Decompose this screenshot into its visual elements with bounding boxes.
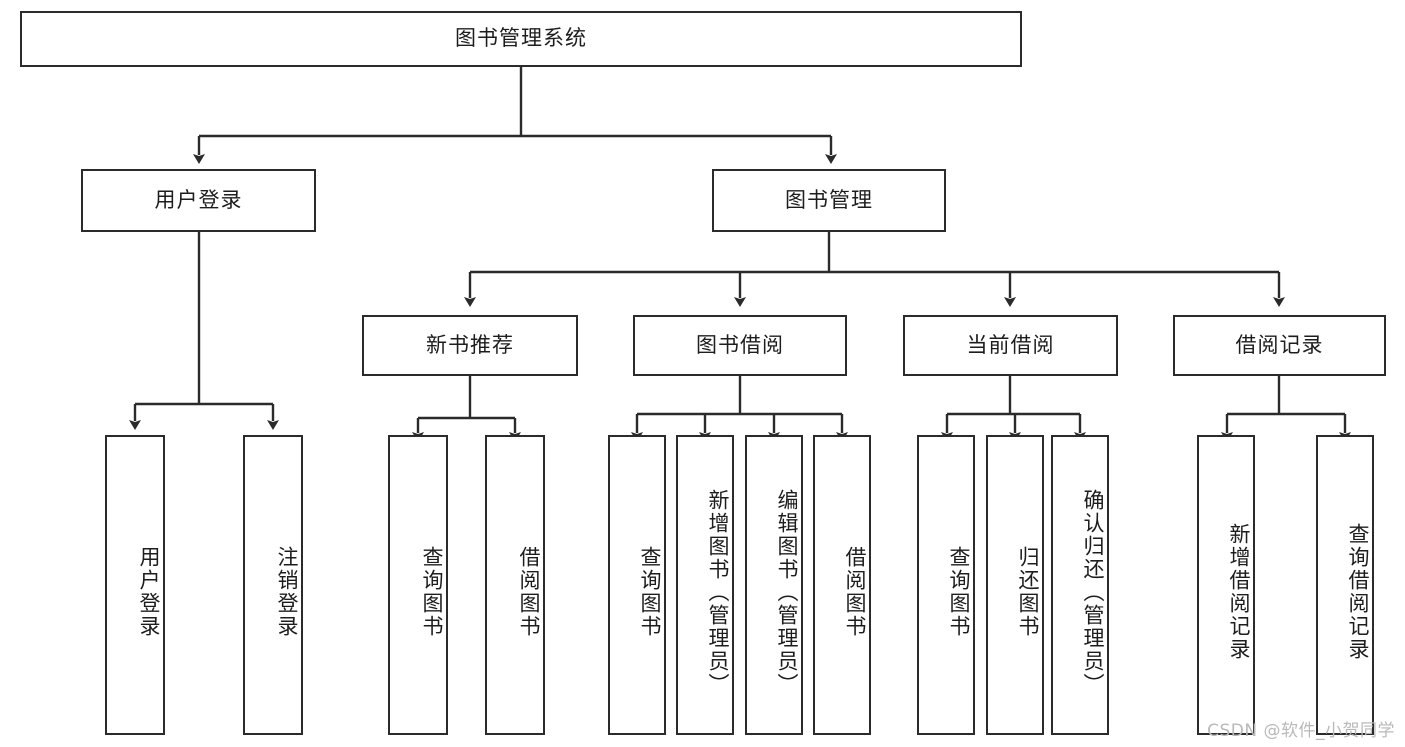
node-label: 查询图书 xyxy=(638,546,662,638)
leaf-current-confirm-return-admin[interactable]: 确认归还（管理员） xyxy=(1051,435,1109,735)
watermark: CSDN @软件_小贺同学 xyxy=(1207,721,1395,741)
leaf-borrow-add-book-admin[interactable]: 新增图书（管理员） xyxy=(676,435,734,735)
node-root-system[interactable]: 图书管理系统 xyxy=(20,11,1022,67)
leaf-current-return-book[interactable]: 归还图书 xyxy=(986,435,1044,735)
node-label: 确认归还（管理员） xyxy=(1081,488,1105,696)
node-current-borrow[interactable]: 当前借阅 xyxy=(903,315,1118,376)
leaf-record-query-record[interactable]: 查询借阅记录 xyxy=(1316,435,1374,735)
node-label: 图书借阅 xyxy=(696,332,784,357)
node-borrow-record[interactable]: 借阅记录 xyxy=(1173,315,1386,376)
leaf-borrow-borrow-book[interactable]: 借阅图书 xyxy=(813,435,871,735)
node-user-login[interactable]: 用户登录 xyxy=(81,169,316,232)
leaf-user-login-logout[interactable]: 注销登录 xyxy=(243,435,303,735)
leaf-current-query-book[interactable]: 查询图书 xyxy=(917,435,975,735)
node-label: 借阅图书 xyxy=(517,546,541,638)
node-label: 查询图书 xyxy=(420,546,444,638)
node-label: 用户登录 xyxy=(137,546,161,638)
node-label: 借阅图书 xyxy=(843,546,867,638)
node-label: 图书管理系统 xyxy=(455,26,587,51)
node-label: 查询借阅记录 xyxy=(1346,523,1370,661)
node-book-borrow[interactable]: 图书借阅 xyxy=(633,315,847,376)
node-label: 新增借阅记录 xyxy=(1227,523,1251,661)
node-label: 图书管理 xyxy=(785,187,873,212)
node-label: 新书推荐 xyxy=(426,332,514,357)
node-label: 查询图书 xyxy=(947,546,971,638)
node-label: 归还图书 xyxy=(1016,546,1040,638)
leaf-recommend-borrow-book[interactable]: 借阅图书 xyxy=(485,435,545,735)
node-label: 注销登录 xyxy=(275,546,299,638)
node-label: 当前借阅 xyxy=(966,332,1055,357)
leaf-recommend-query-book[interactable]: 查询图书 xyxy=(388,435,448,735)
leaf-borrow-query-book[interactable]: 查询图书 xyxy=(608,435,666,735)
node-new-book-recommend[interactable]: 新书推荐 xyxy=(362,315,578,376)
node-label: 新增图书（管理员） xyxy=(706,488,730,696)
leaf-borrow-edit-book-admin[interactable]: 编辑图书（管理员） xyxy=(745,435,803,735)
node-label: 用户登录 xyxy=(154,187,243,212)
leaf-user-login-login[interactable]: 用户登录 xyxy=(105,435,165,735)
node-label: 借阅记录 xyxy=(1235,332,1324,357)
leaf-record-add-record[interactable]: 新增借阅记录 xyxy=(1197,435,1255,735)
node-book-management[interactable]: 图书管理 xyxy=(712,169,946,232)
node-label: 编辑图书（管理员） xyxy=(775,488,799,696)
